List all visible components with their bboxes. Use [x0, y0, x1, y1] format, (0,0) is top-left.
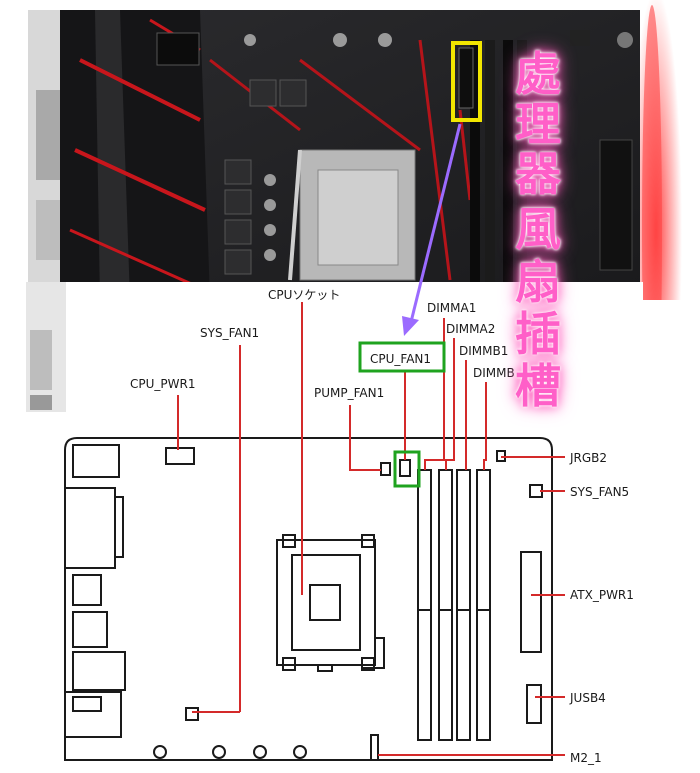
label-dimma2: DIMMA2: [446, 322, 495, 336]
label-jrgb2: JRGB2: [569, 451, 607, 465]
red-led-glow: [630, 0, 700, 300]
cpu-fan-photo-highlight: [451, 41, 482, 122]
title-char-2: 理: [515, 97, 561, 151]
label-sys-fan1: SYS_FAN1: [200, 326, 259, 340]
rear-io-ports: [64, 444, 126, 738]
cpu-socket-photo: [288, 149, 416, 281]
cpu-socket-drawing: [276, 534, 385, 672]
pointer-arrow: [402, 123, 462, 336]
label-cpu-fan1: CPU_FAN1: [370, 352, 431, 366]
label-dimmb1: DIMMB1: [459, 344, 508, 358]
cpu-fan1-label-highlight: [358, 341, 446, 373]
cpu-fan-header-photo: [458, 47, 474, 109]
title-char-7: 槽: [515, 359, 561, 413]
label-jusb4: JUSB4: [569, 691, 606, 705]
label-sys-fan5: SYS_FAN5: [570, 485, 629, 499]
cpu-pwr1-connector: [165, 447, 195, 465]
title-char-3: 器: [515, 147, 561, 201]
label-dimma1: DIMMA1: [427, 301, 476, 315]
label-pump-fan1: PUMP_FAN1: [314, 386, 384, 400]
vrm-heatsink: [60, 10, 210, 300]
m2-1-slot: [370, 734, 379, 761]
jusb4-header: [526, 684, 542, 724]
leader-lines: [177, 302, 565, 756]
label-atx-pwr1: ATX_PWR1: [570, 588, 634, 602]
pcie-mount-holes: [153, 745, 307, 759]
atx-pwr1-connector: [520, 551, 542, 653]
label-cpu-socket: CPUソケット: [268, 288, 340, 302]
cpu-fan1-header-highlight: [393, 450, 421, 488]
title-char-6: 插: [515, 307, 561, 361]
dimm-slots-photo: [470, 40, 527, 300]
title-char-4: 風: [515, 202, 561, 256]
title-char-1: 處: [515, 47, 561, 101]
label-dimmb2: DIMMB: [473, 366, 515, 380]
title-char-5: 扇: [515, 255, 561, 309]
label-cpu-pwr1: CPU_PWR1: [130, 377, 195, 391]
sys-fan1-header: [185, 707, 199, 721]
motherboard-photo: [28, 0, 700, 300]
board-outline: [64, 437, 553, 761]
label-m2-1: M2_1: [570, 751, 602, 765]
